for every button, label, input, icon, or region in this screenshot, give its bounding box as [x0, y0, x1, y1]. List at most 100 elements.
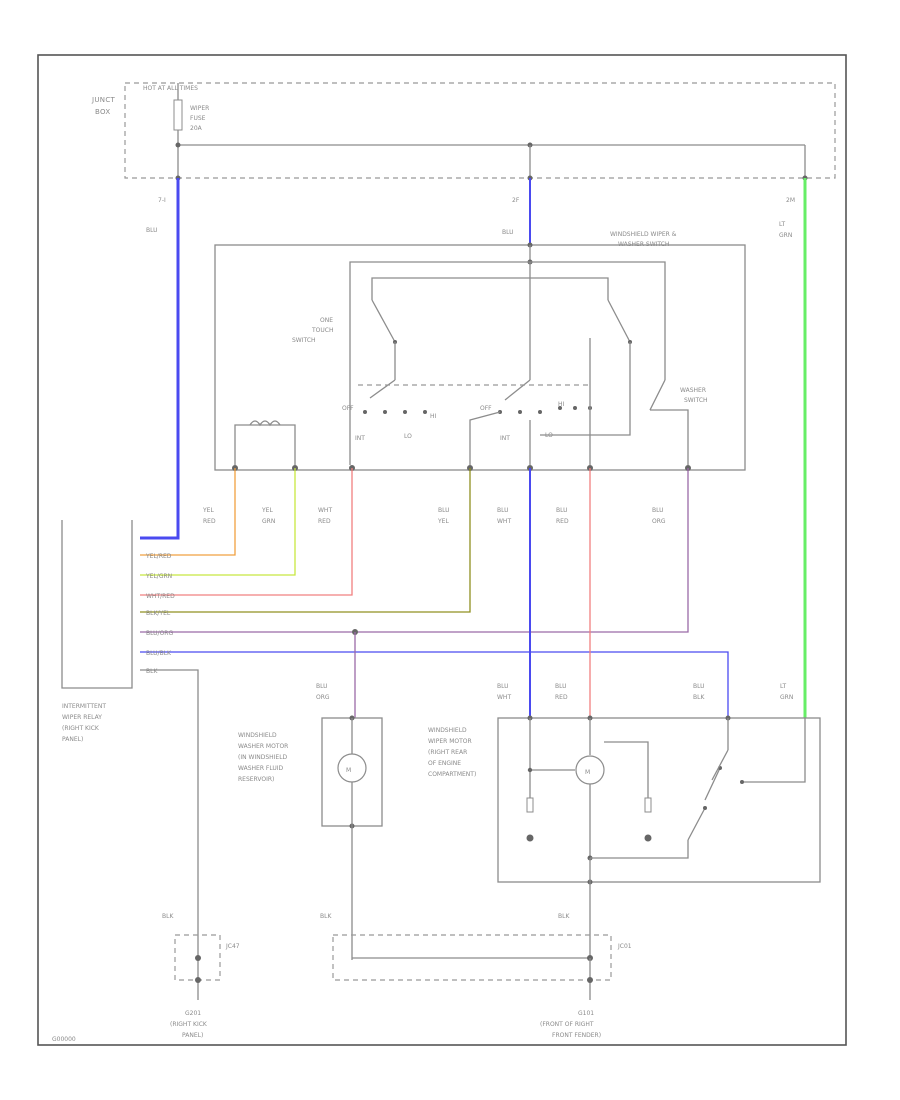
bottom-wire-labels: BLU ORG BLU WHT BLU RED BLU BLK LT GRN [316, 683, 793, 701]
contact-dot [423, 410, 427, 414]
svg-text:BLK: BLK [693, 694, 705, 701]
svg-text:WHT: WHT [318, 507, 332, 514]
contact-dot [573, 406, 577, 410]
wiper-contact [369, 379, 396, 399]
wiper-washer-switch-box [214, 244, 746, 471]
wiper-motor-label-1: WINDSHIELD [428, 727, 467, 734]
washer-motor-label-1: WINDSHIELD [238, 732, 277, 739]
pos-off-2: OFF [480, 405, 492, 412]
intermittent-wiper-relay [61, 520, 133, 689]
relay-wire-labels: YEL/RED YEL/GRN WHT/RED BLK/YEL BLU/ORG … [145, 553, 175, 675]
contact-dot [383, 410, 387, 414]
svg-text:GRN: GRN [262, 518, 275, 525]
pos-int: INT [355, 435, 365, 442]
yel-red-wire [140, 468, 236, 556]
pos-off-1: OFF [342, 405, 354, 412]
figure-id: G00000 [52, 1036, 76, 1043]
blk-label-1: BLK [162, 913, 174, 920]
relay-label-1: INTERMITTENT [62, 703, 106, 710]
svg-text:BLU: BLU [316, 683, 328, 690]
wire-label-ltgrn-1: LT [779, 221, 786, 228]
svg-text:BLU: BLU [497, 507, 509, 514]
svg-text:BLU: BLU [693, 683, 705, 690]
svg-text:BLU/ORG: BLU/ORG [146, 630, 173, 637]
wht-red-wire [140, 468, 353, 596]
washer-motor-label-5: RESERVOIR) [238, 776, 274, 783]
wiper-motor-label-4: OF ENGINE [428, 760, 461, 767]
column-wire-labels: YEL RED YEL GRN WHT RED BLU YEL BLU WHT … [202, 507, 666, 525]
one-touch-label-1: ONE [320, 317, 333, 324]
fuse-label-3: 20A [190, 125, 203, 132]
svg-text:GRN: GRN [780, 694, 793, 701]
wiper-motor-label-3: (RIGHT REAR [428, 749, 467, 756]
ground-right-label-2: (FRONT OF RIGHT [540, 1021, 594, 1028]
bus-node [175, 142, 181, 148]
wiper-contact [504, 379, 531, 401]
joint-connector-right [332, 934, 612, 981]
yel-grn-wire [140, 468, 296, 576]
pos-hi-2: HI [558, 401, 565, 408]
one-touch-contact [607, 299, 631, 343]
one-touch-link [371, 277, 609, 300]
svg-text:YEL: YEL [202, 507, 214, 514]
ground-node [195, 977, 201, 983]
svg-text:BLU: BLU [652, 507, 664, 514]
svg-text:BLK/YEL: BLK/YEL [146, 610, 171, 617]
washer-switch-label-1: WASHER [680, 387, 706, 394]
svg-text:RED: RED [555, 694, 568, 701]
wire-label-ltgrn-2: GRN [779, 232, 792, 239]
washer-motor-label-2: WASHER MOTOR [238, 743, 288, 750]
contact-dot [403, 410, 407, 414]
washer-switch-wire [650, 409, 689, 465]
svg-text:M: M [585, 769, 590, 776]
switch-internal-loop [234, 424, 296, 465]
svg-text:RED: RED [318, 518, 331, 525]
ground-right-label-3: FRONT FENDER) [552, 1032, 601, 1039]
pin-label-left: 7-I [158, 197, 166, 204]
wiper-motor-label-5: COMPARTMENT) [428, 771, 476, 778]
washer-motor-label-3: (IN WINDSHIELD [238, 754, 288, 761]
svg-text:WHT/RED: WHT/RED [146, 593, 175, 600]
washer-switch-contact [649, 379, 666, 411]
blk-ground-wire [140, 669, 199, 940]
washer-motor-label-4: WASHER FLUID [238, 765, 284, 772]
pos-int-2: INT [500, 435, 510, 442]
blu-org-wire [140, 468, 689, 633]
relay-label-2: WIPER RELAY [62, 714, 102, 721]
hot-at-all-times-label: HOT AT ALL TIMES [143, 85, 198, 92]
ground-left-label-2: (RIGHT KICK [170, 1021, 208, 1028]
ground-left-label-1: G201 [185, 1010, 201, 1017]
svg-text:WHT: WHT [497, 694, 511, 701]
washer-switch-label-2: SWITCH [684, 397, 708, 404]
svg-text:BLU: BLU [556, 507, 568, 514]
fuse-label-2: FUSE [190, 115, 206, 122]
contact-dot [558, 406, 562, 410]
fuse-label-1: WIPER [190, 105, 209, 112]
blk-label-3: BLK [558, 913, 570, 920]
diagram-frame [37, 54, 847, 1046]
junction-box [124, 82, 836, 179]
motor-icon: M [337, 753, 367, 783]
one-touch-contact [371, 299, 396, 343]
svg-text:RED: RED [556, 518, 569, 525]
one-touch-label-3: SWITCH [292, 337, 316, 344]
ground-node [587, 977, 593, 983]
svg-text:BLU/BLK: BLU/BLK [146, 650, 172, 657]
switch-title-1: WINDSHIELD WIPER & [610, 231, 677, 238]
joint-left-label: JC47 [225, 943, 240, 950]
svg-text:M: M [346, 767, 351, 774]
svg-text:LT: LT [780, 683, 787, 690]
contact-dot [518, 410, 522, 414]
blk-label-2: BLK [320, 913, 332, 920]
wiper-motor-label-2: WIPER MOTOR [428, 738, 472, 745]
joint-right-label: JC01 [617, 943, 632, 950]
blu-blk-wire [140, 651, 729, 718]
blk-yel-wire [140, 468, 471, 613]
wire-label-blu: BLU [146, 227, 158, 234]
blu-wire-relay [140, 178, 180, 540]
switch-title-2: WASHER SWITCH [618, 241, 669, 248]
ground-right-label-1: G101 [578, 1010, 594, 1017]
pin-label-right: 2M [786, 197, 795, 204]
junction-box-label-1: JUNCT [91, 96, 116, 104]
